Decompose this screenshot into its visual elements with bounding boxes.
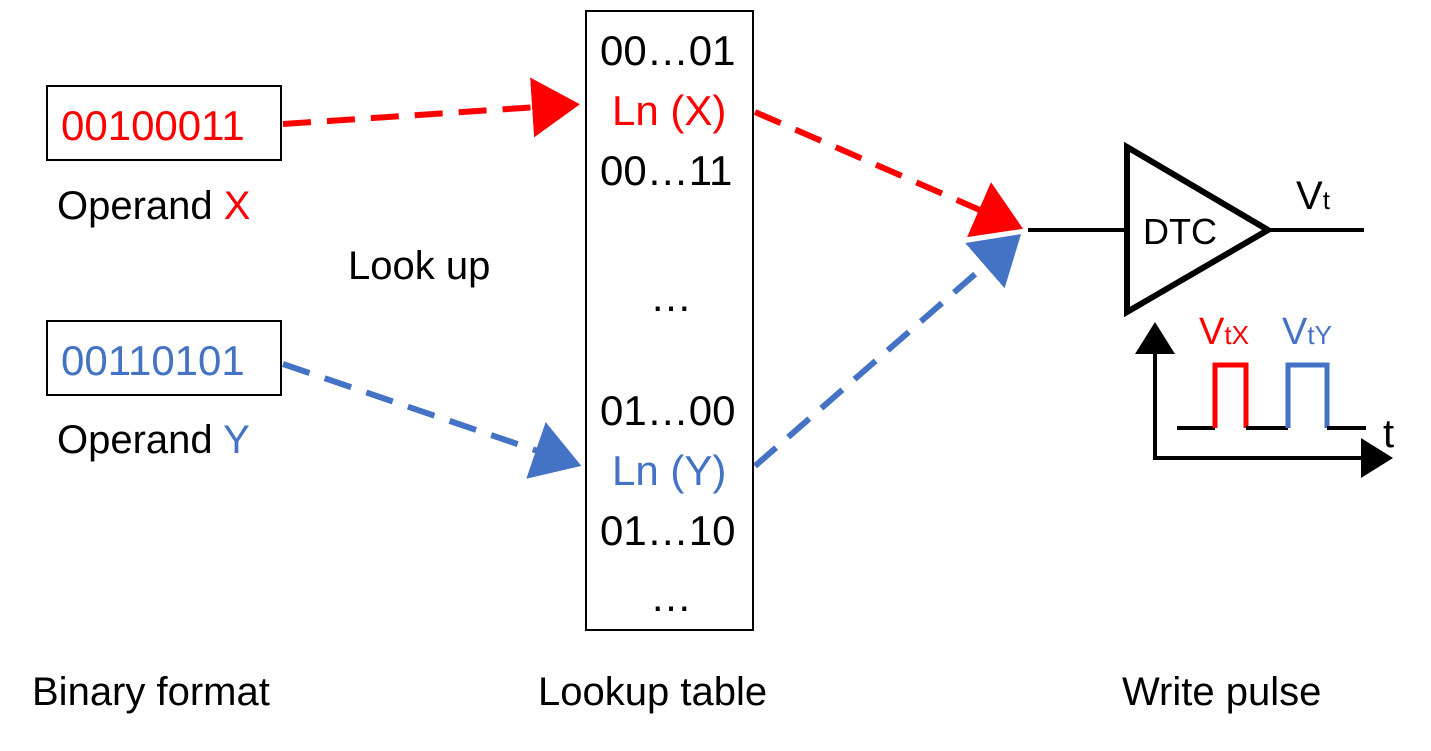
- pulse-x-label-main: V: [1199, 311, 1225, 353]
- table-row-ln-y: Ln (Y): [612, 447, 727, 494]
- operand-x-box: [46, 85, 282, 161]
- operand-y-label-var: Y: [223, 418, 250, 462]
- table-row: 01…10: [600, 507, 736, 554]
- operand-x-label-prefix: Operand: [57, 184, 224, 228]
- table-row-ellipsis: …: [650, 273, 692, 320]
- table-row-ellipsis: …: [650, 573, 692, 620]
- lookup-table-box: [585, 10, 754, 631]
- operand-y-box: [46, 320, 282, 396]
- pulse-axis-t-label: t: [1383, 412, 1395, 456]
- pulse-y: [1285, 362, 1330, 428]
- dtc-output-label: Vt: [1296, 176, 1330, 216]
- operand-y-value: 00110101: [61, 337, 245, 384]
- operand-x-value: 00100011: [61, 102, 245, 149]
- dtc-label: DTC: [1143, 211, 1217, 252]
- caption-write-pulse: Write pulse: [1122, 670, 1322, 714]
- table-row-ln-x: Ln (X): [612, 87, 727, 134]
- caption-lookup-table: Lookup table: [538, 670, 768, 714]
- operand-x-label-var: X: [223, 184, 251, 228]
- dtc-amplifier-triangle: [1124, 141, 1274, 318]
- table-row: 01…00: [600, 387, 736, 434]
- pulse-y-label-main: V: [1282, 311, 1308, 353]
- pulse-y-label: VtY: [1282, 313, 1332, 351]
- pulse-x-label: VtX: [1199, 313, 1249, 351]
- pulse-x-label-sub: tX: [1224, 320, 1249, 350]
- operand-y-label-prefix: Operand: [57, 418, 224, 462]
- arrow-y-to-table: [282, 361, 582, 479]
- operand-y-label: Operand Y: [57, 420, 250, 460]
- table-row: 00…01: [600, 27, 736, 74]
- look-up-text: Look up: [348, 244, 491, 288]
- operand-x-label: Operand X: [57, 186, 250, 226]
- arrow-table-y-to-dtc: [753, 234, 1022, 469]
- arrow-x-to-table: [282, 77, 580, 138]
- dtc-output-sub: t: [1322, 185, 1330, 215]
- pulse-y-label-sub: tY: [1307, 320, 1332, 350]
- pulse-x: [1212, 362, 1249, 428]
- table-row: 00…11: [600, 147, 733, 194]
- caption-binary-format: Binary format: [32, 670, 270, 714]
- dtc-output-main: V: [1296, 174, 1323, 218]
- arrow-table-x-to-dtc: [753, 109, 1024, 238]
